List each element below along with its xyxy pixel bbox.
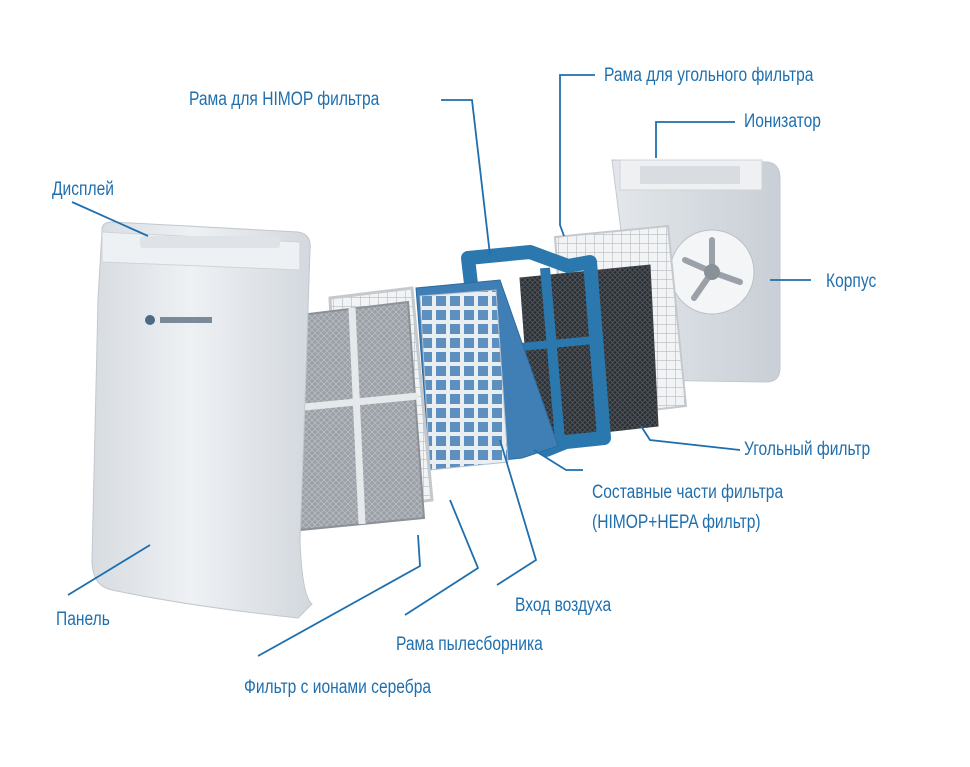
front-panel-shape [91, 221, 313, 619]
label-silver-filter: Фильтр с ионами серебра [244, 677, 432, 698]
label-display: Дисплей [52, 179, 114, 200]
label-panel: Панель [56, 609, 110, 630]
silver-filter-shape [290, 300, 426, 532]
composite-filter-shape [415, 279, 559, 471]
label-carbon-frame: Рама для угольного фильтра [604, 65, 814, 86]
label-composite-line2: (HIMOP+HEPA фильтр) [592, 512, 761, 533]
label-composite-line1: Составные части фильтра [592, 482, 784, 503]
leader-lines [67, 74, 811, 657]
label-housing: Корпус [826, 271, 877, 292]
label-dust-frame: Рама пылесборника [396, 634, 543, 655]
label-himop-frame: Рама для HIMOP фильтра [189, 89, 380, 110]
label-air-inlet: Вход воздуха [515, 595, 612, 616]
label-ionizer: Ионизатор [744, 111, 821, 132]
label-carbon-filter: Угольный фильтр [744, 439, 871, 460]
